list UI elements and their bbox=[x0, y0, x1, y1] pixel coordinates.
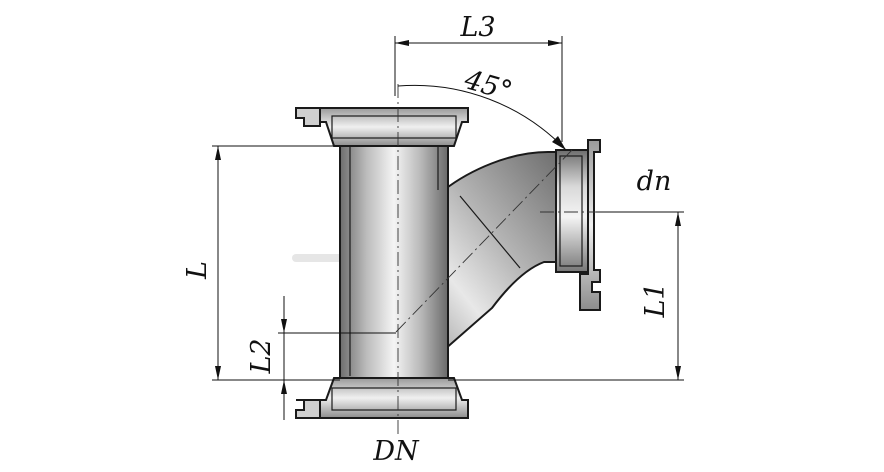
label-dn-main: DN bbox=[372, 436, 420, 467]
l2-arrow-bottom bbox=[281, 380, 287, 394]
branch-ferrule bbox=[555, 149, 589, 273]
l1-arrow-bottom bbox=[675, 366, 681, 380]
label-dn-branch: dn bbox=[637, 166, 672, 197]
l3-arrow-left bbox=[395, 40, 409, 46]
dimensions bbox=[212, 36, 684, 420]
label-l1: L1 bbox=[640, 282, 671, 318]
l-arrow-top bbox=[215, 146, 221, 160]
l2-arrow-top bbox=[281, 319, 287, 333]
bottom-ferrule-face bbox=[331, 387, 457, 411]
l1-arrow-top bbox=[675, 212, 681, 226]
top-ferrule bbox=[319, 107, 469, 147]
branch-axis-centerline bbox=[395, 149, 573, 333]
branch-flange bbox=[579, 139, 601, 311]
tee-body bbox=[295, 107, 601, 419]
label-l2: L2 bbox=[246, 338, 277, 374]
l-arrow-bottom bbox=[215, 366, 221, 380]
angle-arrow bbox=[552, 136, 566, 150]
angle-arc bbox=[397, 84, 567, 151]
branch-ferrule-groove bbox=[559, 155, 583, 267]
bottom-ferrule bbox=[319, 377, 469, 419]
label-angle: 45° bbox=[460, 64, 516, 107]
l3-arrow-right bbox=[548, 40, 562, 46]
label-l3: L3 bbox=[459, 12, 495, 43]
main-pipe bbox=[339, 139, 449, 383]
label-l: L bbox=[182, 261, 213, 280]
top-clamp-ear bbox=[295, 107, 321, 127]
bottom-clamp-ear bbox=[295, 399, 321, 419]
branch-weld-seam bbox=[459, 195, 521, 269]
top-ferrule-face bbox=[331, 115, 457, 139]
